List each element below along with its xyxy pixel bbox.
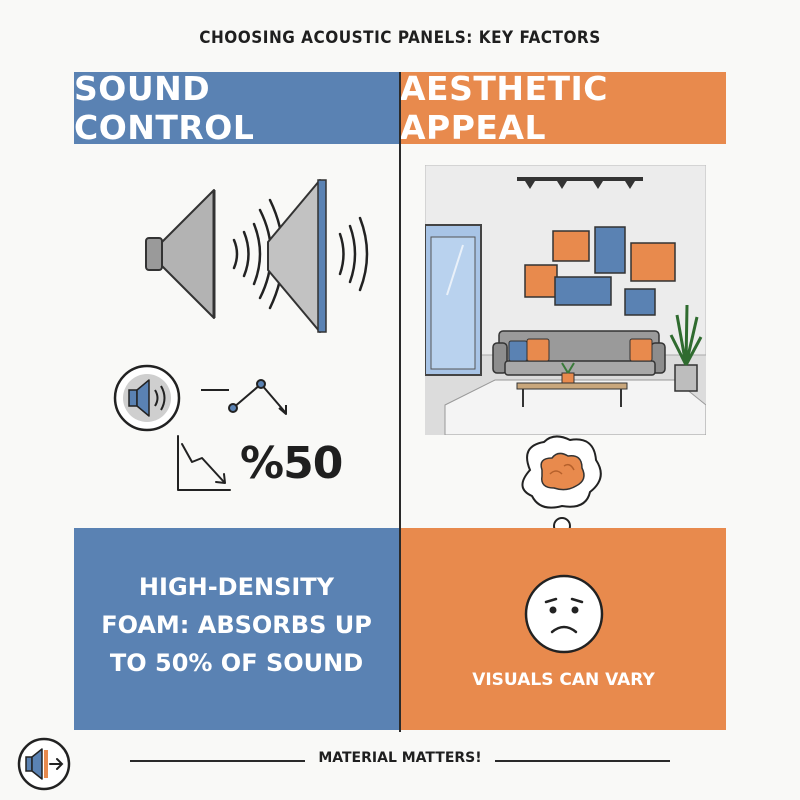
page-title: CHOOSING ACOUSTIC PANELS: KEY FACTORS bbox=[199, 28, 601, 48]
center-divider bbox=[399, 72, 401, 732]
speaker-circle-icon bbox=[113, 364, 181, 432]
sound-control-description: HIGH-DENSITY FOAM: ABSORBS UP TO 50% OF … bbox=[74, 568, 399, 682]
footer-tagline: MATERIAL MATTERS! bbox=[318, 750, 482, 766]
sound-control-panel bbox=[74, 528, 399, 730]
aesthetic-appeal-header: AESTHETIC APPEAL bbox=[400, 69, 726, 147]
speaker-icon bbox=[145, 189, 216, 319]
aesthetic-appeal-header-label: AESTHETIC APPEAL bbox=[400, 69, 609, 147]
sound-control-header: SOUND CONTROL bbox=[74, 69, 400, 147]
decline-chart-icon bbox=[177, 435, 231, 491]
sound-waves-icon bbox=[232, 198, 369, 310]
sound-control-header-label: SOUND CONTROL bbox=[74, 69, 255, 147]
trend-line-icon bbox=[201, 379, 287, 415]
logo-icon bbox=[17, 737, 71, 791]
sound-reduction-diagram bbox=[113, 364, 287, 432]
living-room-illustration bbox=[425, 165, 706, 435]
footer-rule-left bbox=[130, 760, 305, 762]
description-line: HIGH-DENSITY bbox=[138, 573, 335, 601]
description-line: FOAM: ABSORBS UP bbox=[101, 611, 372, 639]
description-line: TO 50% OF SOUND bbox=[109, 649, 364, 677]
sound-panel-icon bbox=[267, 179, 327, 333]
worried-face-icon bbox=[524, 574, 604, 654]
aesthetic-caption: VISUALS CAN VARY bbox=[472, 670, 655, 690]
percent-label: %50 bbox=[240, 438, 343, 489]
footer-rule-right bbox=[495, 760, 670, 762]
speaker-panel-illustration bbox=[145, 179, 369, 333]
